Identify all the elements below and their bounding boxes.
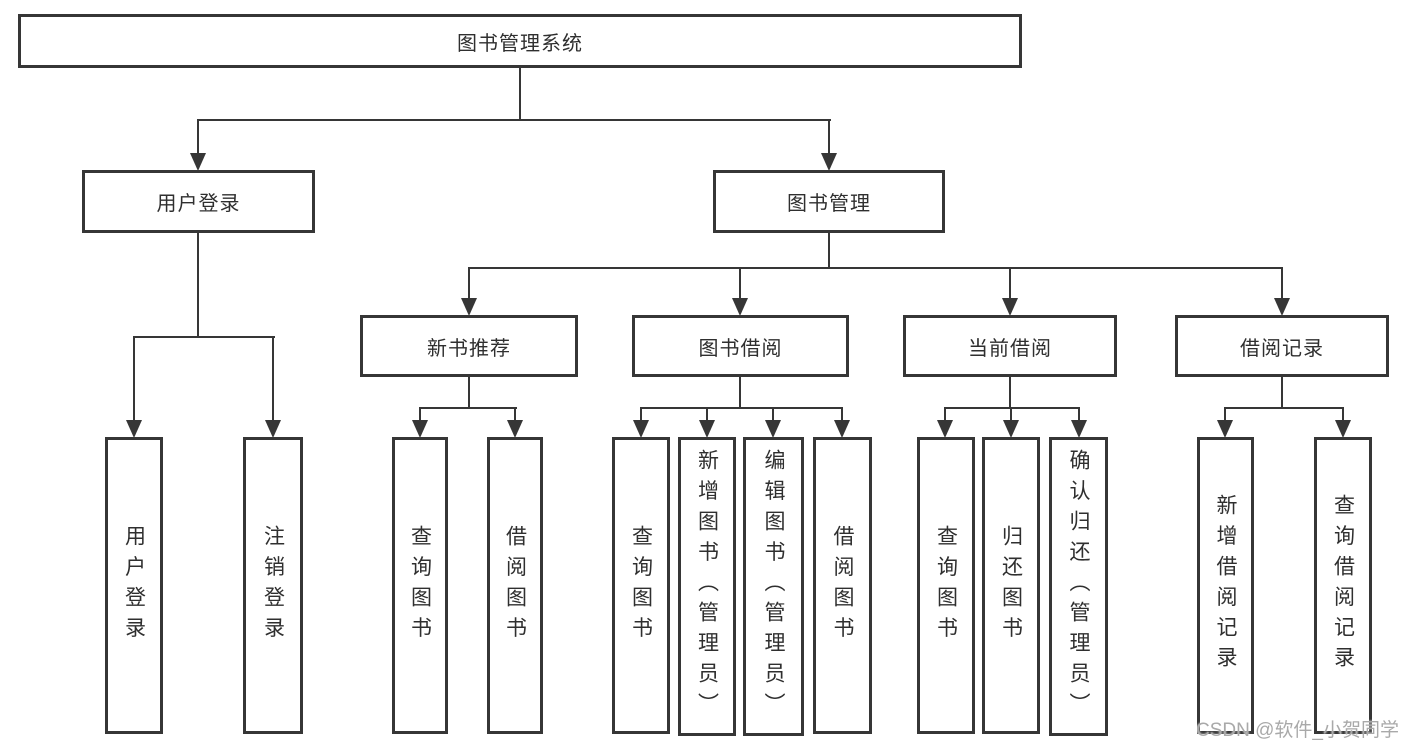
arrow-to-book-borrow xyxy=(732,298,748,316)
connector-newbook-hline xyxy=(419,407,517,409)
connector-br-leaf1-stem xyxy=(1224,407,1226,425)
connector-login-leaf2-stem xyxy=(272,336,274,424)
node-book-borrow: 图书借阅 xyxy=(632,315,849,377)
arrow-to-book-mgmt-branch xyxy=(821,153,837,171)
connector-br-leaf2-stem xyxy=(1342,407,1344,425)
connector-to-newbook-stem xyxy=(468,267,470,301)
connector-cb-leaf3-stem xyxy=(1078,407,1080,425)
connector-root-to-bookmgmt-stem xyxy=(828,119,830,157)
node-nb-borrow-label: 借阅图书 xyxy=(503,524,527,647)
connector-root-hline xyxy=(197,119,831,121)
arrow-to-nb-borrow xyxy=(507,420,523,438)
node-user-login-branch: 用户登录 xyxy=(82,170,315,233)
node-cb-return-label: 归还图书 xyxy=(999,524,1023,647)
node-cb-confirm: 确认归还（管理员） xyxy=(1049,437,1108,736)
node-br-add: 新增借阅记录 xyxy=(1197,437,1254,734)
node-bb-edit: 编辑图书（管理员） xyxy=(743,437,804,736)
node-borrow-records-label: 借阅记录 xyxy=(1240,337,1324,360)
connector-to-borrowrecords-stem xyxy=(1281,267,1283,301)
connector-to-currentborrow-stem xyxy=(1009,267,1011,301)
arrow-to-bb-edit xyxy=(765,420,781,438)
arrow-to-user-login-leaf xyxy=(126,420,142,438)
node-bb-add-label: 新增图书（管理员） xyxy=(695,449,719,724)
arrow-to-cb-confirm xyxy=(1071,420,1087,438)
connector-root-stem xyxy=(519,68,521,121)
connector-nb-leaf2-stem xyxy=(514,407,516,425)
arrow-to-user-login-branch xyxy=(190,153,206,171)
arrow-to-cb-return xyxy=(1003,420,1019,438)
connector-login-leaf1-stem xyxy=(133,336,135,424)
arrow-to-cb-query xyxy=(937,420,953,438)
connector-bb-leaf2-stem xyxy=(706,407,708,425)
node-nb-query: 查询图书 xyxy=(392,437,448,734)
connector-login-hline xyxy=(133,336,275,338)
arrow-to-bb-add xyxy=(699,420,715,438)
node-book-mgmt-branch-label: 图书管理 xyxy=(787,193,871,215)
connector-bookmgmt-stem xyxy=(828,233,830,269)
node-cb-query: 查询图书 xyxy=(917,437,975,734)
connector-borrowrecords-hline xyxy=(1224,407,1344,409)
connector-root-to-login-stem xyxy=(197,119,199,157)
node-bb-borrow: 借阅图书 xyxy=(813,437,872,734)
node-root: 图书管理系统 xyxy=(18,14,1022,68)
connector-cb-leaf1-stem xyxy=(944,407,946,425)
node-borrow-records: 借阅记录 xyxy=(1175,315,1389,377)
node-bb-query: 查询图书 xyxy=(612,437,670,734)
connector-borrowrecords-stem xyxy=(1281,377,1283,409)
node-logout-leaf: 注销登录 xyxy=(243,437,303,734)
node-nb-borrow: 借阅图书 xyxy=(487,437,543,734)
arrow-to-newbook-rec xyxy=(461,298,477,316)
node-book-mgmt-branch: 图书管理 xyxy=(713,170,945,233)
node-current-borrow: 当前借阅 xyxy=(903,315,1117,377)
arrow-to-br-query xyxy=(1335,420,1351,438)
node-cb-confirm-label: 确认归还（管理员） xyxy=(1067,449,1090,724)
connector-to-bookborrow-stem xyxy=(739,267,741,301)
arrow-to-borrow-records xyxy=(1274,298,1290,316)
arrow-to-nb-query xyxy=(412,420,428,438)
connector-bookborrow-hline xyxy=(640,407,843,409)
connector-cb-leaf2-stem xyxy=(1010,407,1012,425)
arrow-to-current-borrow xyxy=(1002,298,1018,316)
node-nb-query-label: 查询图书 xyxy=(408,524,432,647)
node-br-query-label: 查询借阅记录 xyxy=(1331,494,1355,677)
connector-nb-leaf1-stem xyxy=(419,407,421,425)
node-book-borrow-label: 图书借阅 xyxy=(698,337,783,360)
node-user-login-leaf: 用户登录 xyxy=(105,437,163,734)
node-user-login-branch-label: 用户登录 xyxy=(156,193,241,215)
arrow-to-bb-borrow xyxy=(834,420,850,438)
node-br-add-label: 新增借阅记录 xyxy=(1214,494,1237,677)
connector-bb-leaf3-stem xyxy=(772,407,774,425)
node-root-label: 图书管理系统 xyxy=(457,32,583,55)
node-newbook-rec: 新书推荐 xyxy=(360,315,578,377)
node-bb-edit-label: 编辑图书（管理员） xyxy=(762,449,785,724)
node-newbook-rec-label: 新书推荐 xyxy=(427,337,511,360)
connector-currentborrow-hline xyxy=(944,407,1080,409)
arrow-to-logout-leaf xyxy=(265,420,281,438)
arrow-to-bb-query xyxy=(633,420,649,438)
connector-bookborrow-stem xyxy=(739,377,741,409)
connector-bb-leaf1-stem xyxy=(640,407,642,425)
arrow-to-br-add xyxy=(1217,420,1233,438)
connector-bb-leaf4-stem xyxy=(841,407,843,425)
node-cb-query-label: 查询图书 xyxy=(934,524,958,647)
connector-currentborrow-stem xyxy=(1009,377,1011,409)
node-bb-borrow-label: 借阅图书 xyxy=(831,524,854,647)
connector-login-stem xyxy=(197,233,199,338)
node-cb-return: 归还图书 xyxy=(982,437,1040,734)
node-bb-add: 新增图书（管理员） xyxy=(678,437,736,736)
node-user-login-leaf-label: 用户登录 xyxy=(122,524,146,647)
connector-newbook-stem xyxy=(468,377,470,409)
connector-bookmgmt-hline xyxy=(469,267,1283,269)
node-br-query: 查询借阅记录 xyxy=(1314,437,1372,734)
node-current-borrow-label: 当前借阅 xyxy=(968,337,1052,360)
csdn-watermark: CSDN @软件_小贺同学 xyxy=(1196,720,1399,741)
node-bb-query-label: 查询图书 xyxy=(629,524,653,647)
node-logout-leaf-label: 注销登录 xyxy=(261,524,285,647)
